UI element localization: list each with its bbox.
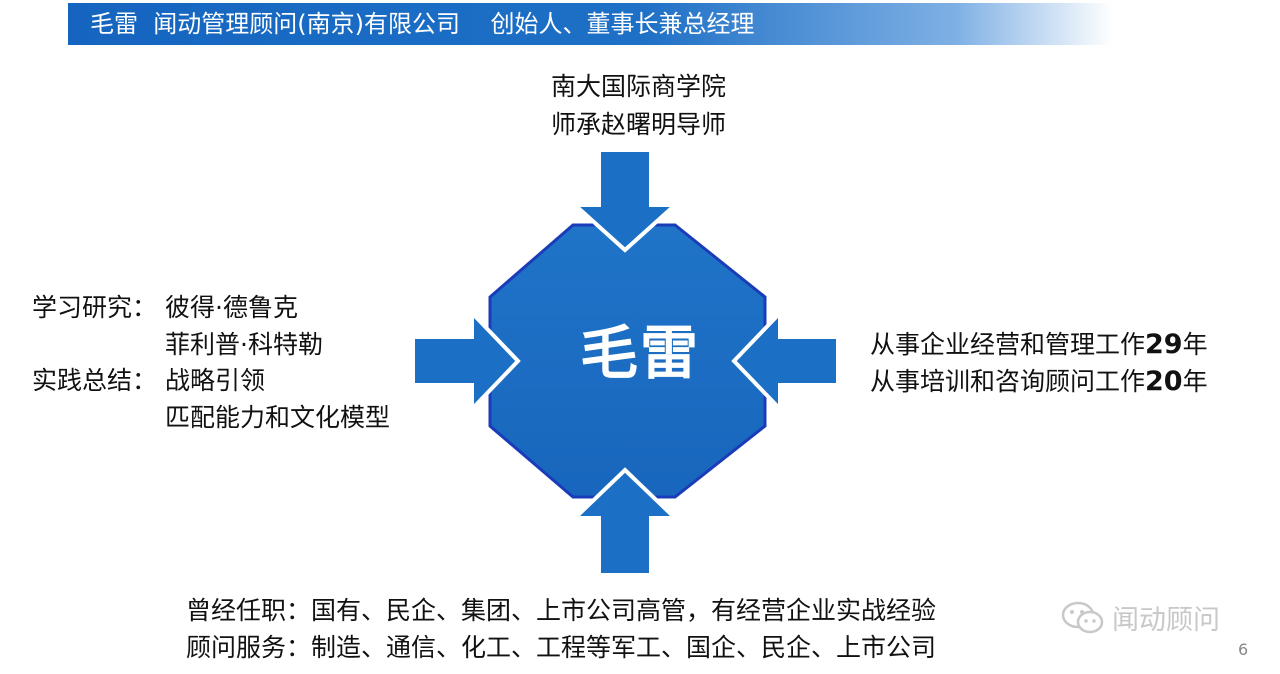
arrow-top <box>569 148 681 253</box>
header-bar <box>68 3 1113 45</box>
left-practice-label: 实践总结： <box>32 366 158 395</box>
left-study-2: 菲利普·科特勒 <box>165 330 323 359</box>
header-title: 毛雷 闻动管理顾问(南京)有限公司 创始人、董事长兼总经理 <box>90 10 755 38</box>
top-line-2: 师承赵曙明导师 <box>551 110 727 139</box>
top-line-1: 南大国际商学院 <box>551 72 727 101</box>
wechat-watermark: 闻动顾问 <box>1060 598 1220 637</box>
watermark-text: 闻动顾问 <box>1112 605 1220 636</box>
left-practice-1: 战略引领 <box>165 366 266 395</box>
bottom-line-1: 曾经任职：国有、民企、集团、上市公司高管，有经营企业实战经验 <box>186 596 937 625</box>
right-line-2-unit: 年 <box>1182 367 1208 396</box>
arrow-right <box>731 308 840 414</box>
bottom-line-2: 顾问服务：制造、通信、化工、工程等军工、国企、民企、上市公司 <box>186 633 937 662</box>
left-study-1: 彼得·德鲁克 <box>165 293 298 322</box>
right-line-2-text: 从事培训和咨询顾问工作 <box>870 367 1146 396</box>
arrow-bottom <box>570 467 680 577</box>
wechat-icon <box>1061 601 1104 633</box>
right-line-2-number: 20 <box>1145 366 1183 397</box>
right-line-1-unit: 年 <box>1182 330 1208 359</box>
right-line-1: 从事企业经营和管理工作29年 <box>870 326 1208 363</box>
page-number: 6 <box>1238 640 1249 659</box>
center-name: 毛雷 <box>579 319 700 387</box>
left-study-label: 学习研究： <box>32 293 158 322</box>
arrow-left <box>411 308 521 414</box>
right-line-1-text: 从事企业经营和管理工作 <box>870 330 1146 359</box>
right-line-1-number: 29 <box>1145 329 1183 360</box>
right-line-2: 从事培训和咨询顾问工作20年 <box>870 363 1208 400</box>
left-practice-2: 匹配能力和文化模型 <box>165 403 391 432</box>
